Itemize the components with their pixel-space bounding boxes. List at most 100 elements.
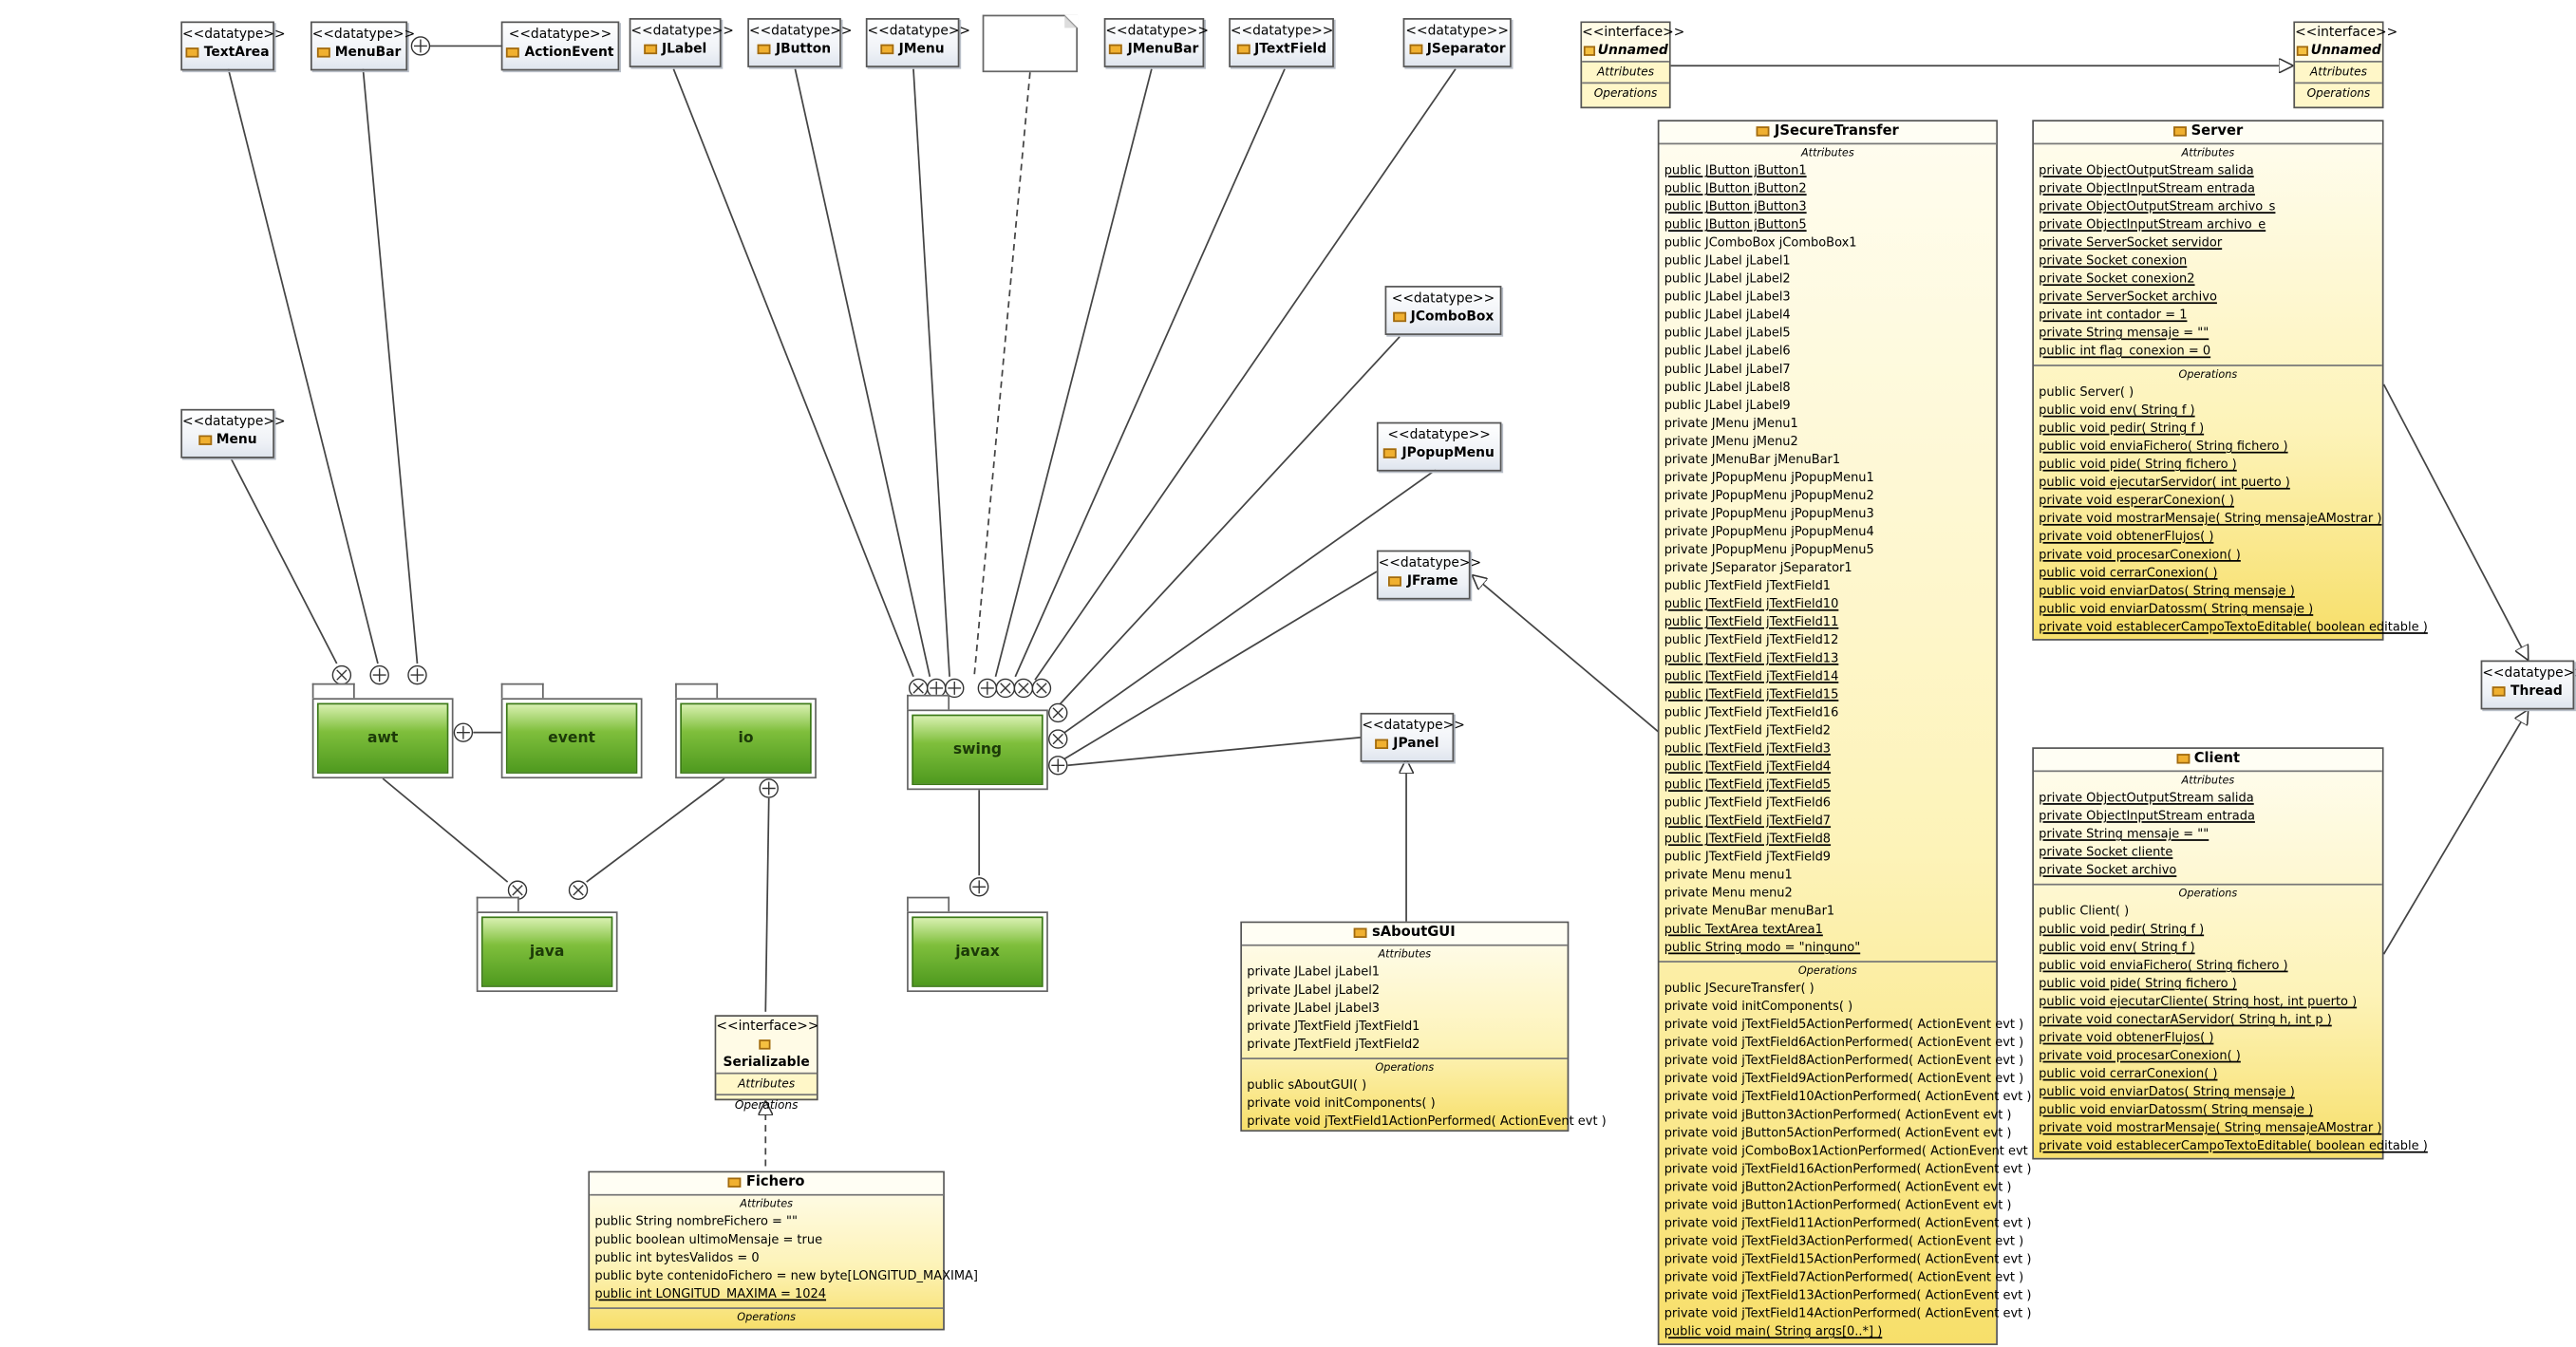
class-title: JSecureTransfer: [1659, 122, 1997, 145]
attribute-row: private ObjectInputStream entrada: [2039, 808, 2255, 823]
datatype-name: JComboBox: [1410, 309, 1495, 324]
datatype-jmenu[interactable]: <<datatype>> JMenu: [865, 18, 970, 67]
datatype-thread[interactable]: <<datatype>> Thread: [2480, 660, 2576, 710]
interface-serializable[interactable]: <<interface>> Serializable Attributes Op…: [714, 1015, 819, 1112]
operation-row: public void pide( String fichero ): [2039, 456, 2237, 472]
gen-server-thread: [2382, 384, 2529, 661]
datatype-actionevent[interactable]: <<datatype>> ActionEvent: [500, 21, 620, 71]
attribute-row: private Socket conexion2: [2039, 271, 2195, 287]
attribute-row: private JLabel jLabel2: [1247, 982, 1381, 998]
datatype-icon: [2492, 686, 2506, 697]
edge-jtextfield-swing: [1014, 68, 1286, 678]
interface-unnamed-left[interactable]: <<interface>> Unnamed Attributes Operati…: [1580, 21, 1684, 109]
operation-row: private void jTextField6ActionPerformed(…: [1664, 1035, 2024, 1050]
attribute-row: public JTextField jTextField2: [1664, 722, 1832, 738]
operation-row: private void jComboBox1ActionPerformed( …: [1664, 1143, 2037, 1158]
operations-label: Operations: [2033, 883, 2382, 902]
operation-row: private void establecerCampoTextoEditabl…: [2039, 619, 2428, 634]
attribute-row: public JLabel jLabel6: [1664, 343, 1791, 359]
datatype-menubar[interactable]: <<datatype>> MenuBar: [310, 21, 415, 71]
operation-row: public Client( ): [2039, 903, 2130, 919]
interface-unnamed-right[interactable]: <<interface>> Unnamed Attributes Operati…: [2293, 21, 2397, 109]
datatype-jseparator[interactable]: <<datatype>> JSeparator: [1402, 18, 1512, 67]
attribute-row: private JMenu jMenu1: [1664, 415, 1798, 431]
attributes-label: Attributes: [740, 1197, 793, 1211]
anchor-plus: [407, 664, 427, 685]
attribute-row: private ObjectInputStream entrada: [2039, 180, 2255, 196]
operation-row: private void conectarAServidor( String h…: [2039, 1011, 2332, 1027]
note-box[interactable]: [982, 14, 1079, 73]
operation-row: private void jButton2ActionPerformed( Ac…: [1664, 1179, 2012, 1194]
attributes-section: Attributes: [2295, 61, 2382, 82]
attribute-row: private JPopupMenu jPopupMenu3: [1664, 505, 1874, 521]
package-io[interactable]: io: [675, 683, 817, 779]
package-event[interactable]: event: [500, 683, 643, 779]
operation-row: private void jTextField16ActionPerformed…: [1664, 1161, 2032, 1176]
datatype-jtextfield[interactable]: <<datatype>> JTextField: [1229, 18, 1334, 67]
datatype-jmenubar[interactable]: <<datatype>> JMenuBar: [1103, 18, 1209, 67]
operation-row: public void enviarDatos( String mensaje …: [2039, 1083, 2295, 1099]
gen-jsecuretransfer-jframe: [1472, 575, 1661, 734]
attribute-row: public JLabel jLabel2: [1664, 271, 1791, 287]
operation-row: private void jTextField8ActionPerformed(…: [1664, 1053, 2024, 1068]
edge-menubar-awt: [362, 68, 419, 664]
datatype-jpanel[interactable]: <<datatype>> JPanel: [1360, 712, 1465, 762]
anchor-x: [1048, 729, 1068, 749]
package-javax[interactable]: javax: [907, 896, 1048, 993]
datatype-menu[interactable]: <<datatype>> Menu: [180, 408, 286, 458]
class-icon: [727, 1177, 742, 1188]
attributes-label: Attributes: [2181, 145, 2235, 159]
datatype-icon: [757, 44, 771, 55]
datatype-name: JMenu: [898, 41, 945, 56]
anchor-plus: [410, 36, 431, 56]
attribute-row: private JLabel jLabel3: [1247, 1000, 1381, 1016]
datatype-name: JMenuBar: [1127, 41, 1199, 56]
attributes-label: Attributes: [2181, 773, 2235, 787]
edge-note-swing: [973, 72, 1031, 677]
datatype-name: JLabel: [661, 41, 707, 56]
package-swing[interactable]: swing: [907, 694, 1048, 791]
operations-label: Operations: [1659, 961, 1997, 979]
attribute-row: public int LONGITUD_MAXIMA = 1024: [594, 1285, 827, 1301]
attribute-row: private String mensaje = "": [2039, 826, 2209, 841]
edge-jcombobox-swing: [1057, 336, 1401, 707]
class-icon: [1353, 927, 1367, 938]
attribute-row: public JLabel jLabel7: [1664, 361, 1791, 377]
datatype-jlabel[interactable]: <<datatype>> JLabel: [629, 18, 734, 67]
datatype-name: Menu: [216, 432, 257, 447]
attributes-section: Attributes: [1582, 61, 1669, 82]
stereotype-label: <<interface>>: [716, 1018, 819, 1034]
class-icon: [1756, 126, 1770, 137]
datatype-textarea[interactable]: <<datatype>> TextArea: [180, 21, 286, 71]
stereotype-label: <<datatype>>: [748, 23, 853, 38]
operation-row: private void jTextField15ActionPerformed…: [1664, 1251, 2032, 1266]
datatype-jframe[interactable]: <<datatype>> JFrame: [1376, 550, 1481, 600]
package-java[interactable]: java: [476, 896, 618, 993]
operation-row: private void procesarConexion( ): [2039, 1047, 2241, 1063]
datatype-name: JTextField: [1254, 41, 1327, 56]
attribute-row: public JTextField jTextField7: [1664, 813, 1832, 829]
attribute-row: public JTextField jTextField12: [1664, 632, 1839, 647]
operation-row: private void initComponents( ): [1247, 1095, 1436, 1111]
datatype-jpopupmenu[interactable]: <<datatype>> JPopupMenu: [1376, 421, 1502, 472]
operation-row: public JSecureTransfer( ): [1664, 980, 1814, 996]
datatype-name: MenuBar: [334, 44, 402, 60]
anchor-plus: [1048, 756, 1068, 776]
datatype-icon: [316, 47, 330, 58]
datatype-jcombobox[interactable]: <<datatype>> JComboBox: [1384, 286, 1502, 335]
datatype-jbutton[interactable]: <<datatype>> JButton: [747, 18, 853, 67]
attribute-row: private Socket conexion: [2039, 253, 2188, 269]
attribute-row: public JTextField jTextField11: [1664, 614, 1839, 629]
attribute-row: private Socket archivo: [2039, 862, 2177, 877]
anchor-plus: [453, 722, 474, 742]
attribute-row: public JLabel jLabel5: [1664, 325, 1791, 341]
anchor-plus: [759, 778, 779, 798]
package-awt[interactable]: awt: [311, 683, 454, 779]
datatype-icon: [1109, 44, 1123, 55]
